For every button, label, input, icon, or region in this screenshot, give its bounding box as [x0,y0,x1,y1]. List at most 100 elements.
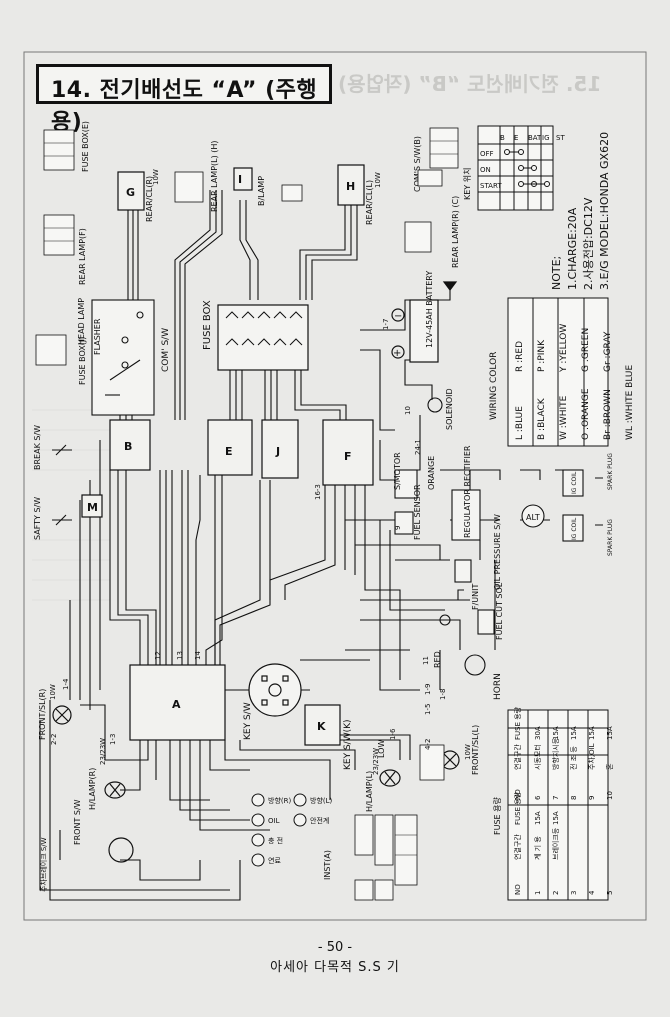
fuse-table-cell: 6 [534,795,542,800]
fuse-table-cell: 4 [588,890,596,895]
wire-number: 12 [154,651,162,660]
front-sl-l-w: 10W [464,744,472,760]
parking-brake-label: 주차브레이크 S/W [39,837,48,892]
orange-label: ORANGE [427,456,436,490]
wire-number: 1-8 [439,689,447,700]
key-sw-k-label: KEY S/W(K) [343,719,353,770]
fuse-table-cell: 8 [570,796,578,800]
key-table-header: B [500,134,505,142]
low-label: LOW [377,740,386,758]
fuse-table-cell: 15A [570,726,578,740]
wiring-color-table [507,297,609,447]
oil-pressure-label: OIL PRESSURE S/W [493,514,502,590]
front-sl-l-label: FRONT/SL(L) [471,725,480,775]
fuse-table-cell: 2 [552,891,560,895]
wiring-color-entry: G :GREEN [581,328,591,372]
head-lamp-label: HEAD LAMP [77,298,86,345]
svg-text:A: A [172,698,181,711]
key-table-header: IG [542,134,550,142]
wire-number: 1-3 [109,734,117,745]
key-position-dots [504,149,550,187]
coms-sw-b-label: COM'S S/W(B) [413,136,422,192]
wire-number: 11 [422,656,430,665]
fuse-table-cell: 주차,OIL [587,743,596,770]
wiring-color-entry: Gr :GRAY [603,331,613,372]
fuse-table-cell: 15A [552,811,560,825]
wire-number: 1-7 [382,319,390,330]
fuse-table-cell: 혼 [605,763,614,770]
fuse-table-cell: 7 [552,796,560,800]
instrument-gauge-label: 방향(R) [268,796,291,805]
front-sl-r-w: 10W [49,684,57,700]
com-sw-label: COM' S/W [161,328,171,372]
wiring-color-entry: L :BLUE [515,406,525,440]
inst-a-label: INST(A) [323,850,332,880]
fuse-table-header: 연결구간 [513,744,522,770]
wire-number: 4-2 [424,739,432,750]
h-lamp-l-label: H/LAMP(L) [365,771,374,812]
fuse-table-cell: 5 [606,891,614,895]
connector-b [109,419,151,471]
wiring-color-entry: R :RED [515,341,525,372]
alt-label: ALT [526,513,540,522]
fuse-box-j-label: FUSE BOX(J) [78,337,87,385]
fuse-table-cell: 15A [588,726,596,740]
note-title: NOTE; [550,256,563,290]
connector-k [304,704,341,746]
wire-number: 1-9 [424,684,432,695]
wire-number: 13 [176,651,184,660]
connector-blocks [81,164,374,746]
rear-lamp-l-label: REAR LAMP(L) (H) [210,140,219,212]
fuse-table-header: 연결구간 [513,834,522,860]
rear-cl-l-label: REAR/CL(L) [365,180,374,225]
key-table-title: KEY 위치 [463,168,472,200]
wire-number: 16-3 [314,484,322,500]
fuse-box-label: FUSE BOX [202,300,213,350]
wire-number: 24-1 [414,439,422,455]
ig-coil-label-1: IG COIL [571,471,578,494]
spec-box-lines [44,140,458,856]
instrument-gauge-label: 안전계 [310,816,329,825]
red-wire-label: RED [433,651,442,668]
key-switch [248,663,302,717]
svg-text:H: H [346,180,355,193]
key-table-row-label: START [480,182,502,190]
fuse-capacity-table [507,709,609,901]
fuse-table-cell: 15A [534,811,542,825]
note-line: 1.CHARGE:20A [566,207,579,290]
fuse-table-cell: 전 조 등 [569,746,578,770]
note-line: 3.E/G MODEL:HONDA GX620 [598,132,611,290]
svg-text:K: K [317,720,326,733]
break-sw-label: BREAK S/W [33,425,42,470]
com-switch-block [91,299,155,416]
wire-number: 9 [394,526,402,530]
h-lamp-r-label: H/LAMP(R) [88,768,97,810]
rear-cl-r-label: REAR/CL(R) [145,176,154,222]
connector-h [337,164,365,206]
fuse-box [217,304,309,371]
connector-i [233,167,253,191]
instrument-gauge-label: 충 전 [268,836,283,845]
regulator-label: REGULATOR RECTIFIER [463,445,472,538]
fuse-table-header: NO [514,789,522,800]
page-title-box: 14. 전기배선도 “A” (주행용) [36,64,332,135]
spark-plug-label-1: SPARK PLUG [607,453,614,490]
connector-g [117,171,145,211]
svg-text:M: M [87,501,98,514]
wiring-color-entry: P :PINK [537,339,547,372]
svg-text:+: + [393,348,401,359]
safty-sw-label: SAFTY S/W [33,497,42,540]
svg-text:J: J [275,445,280,458]
solenoid [394,397,443,499]
wiring-color-entry: O :ORANGE [581,388,591,440]
battery-label: 12V-45AH BATTERY [425,271,434,348]
rear-lamp-r-label: REAR LAMP(R) (C) [451,196,460,268]
left-switch-symbols [52,444,72,526]
